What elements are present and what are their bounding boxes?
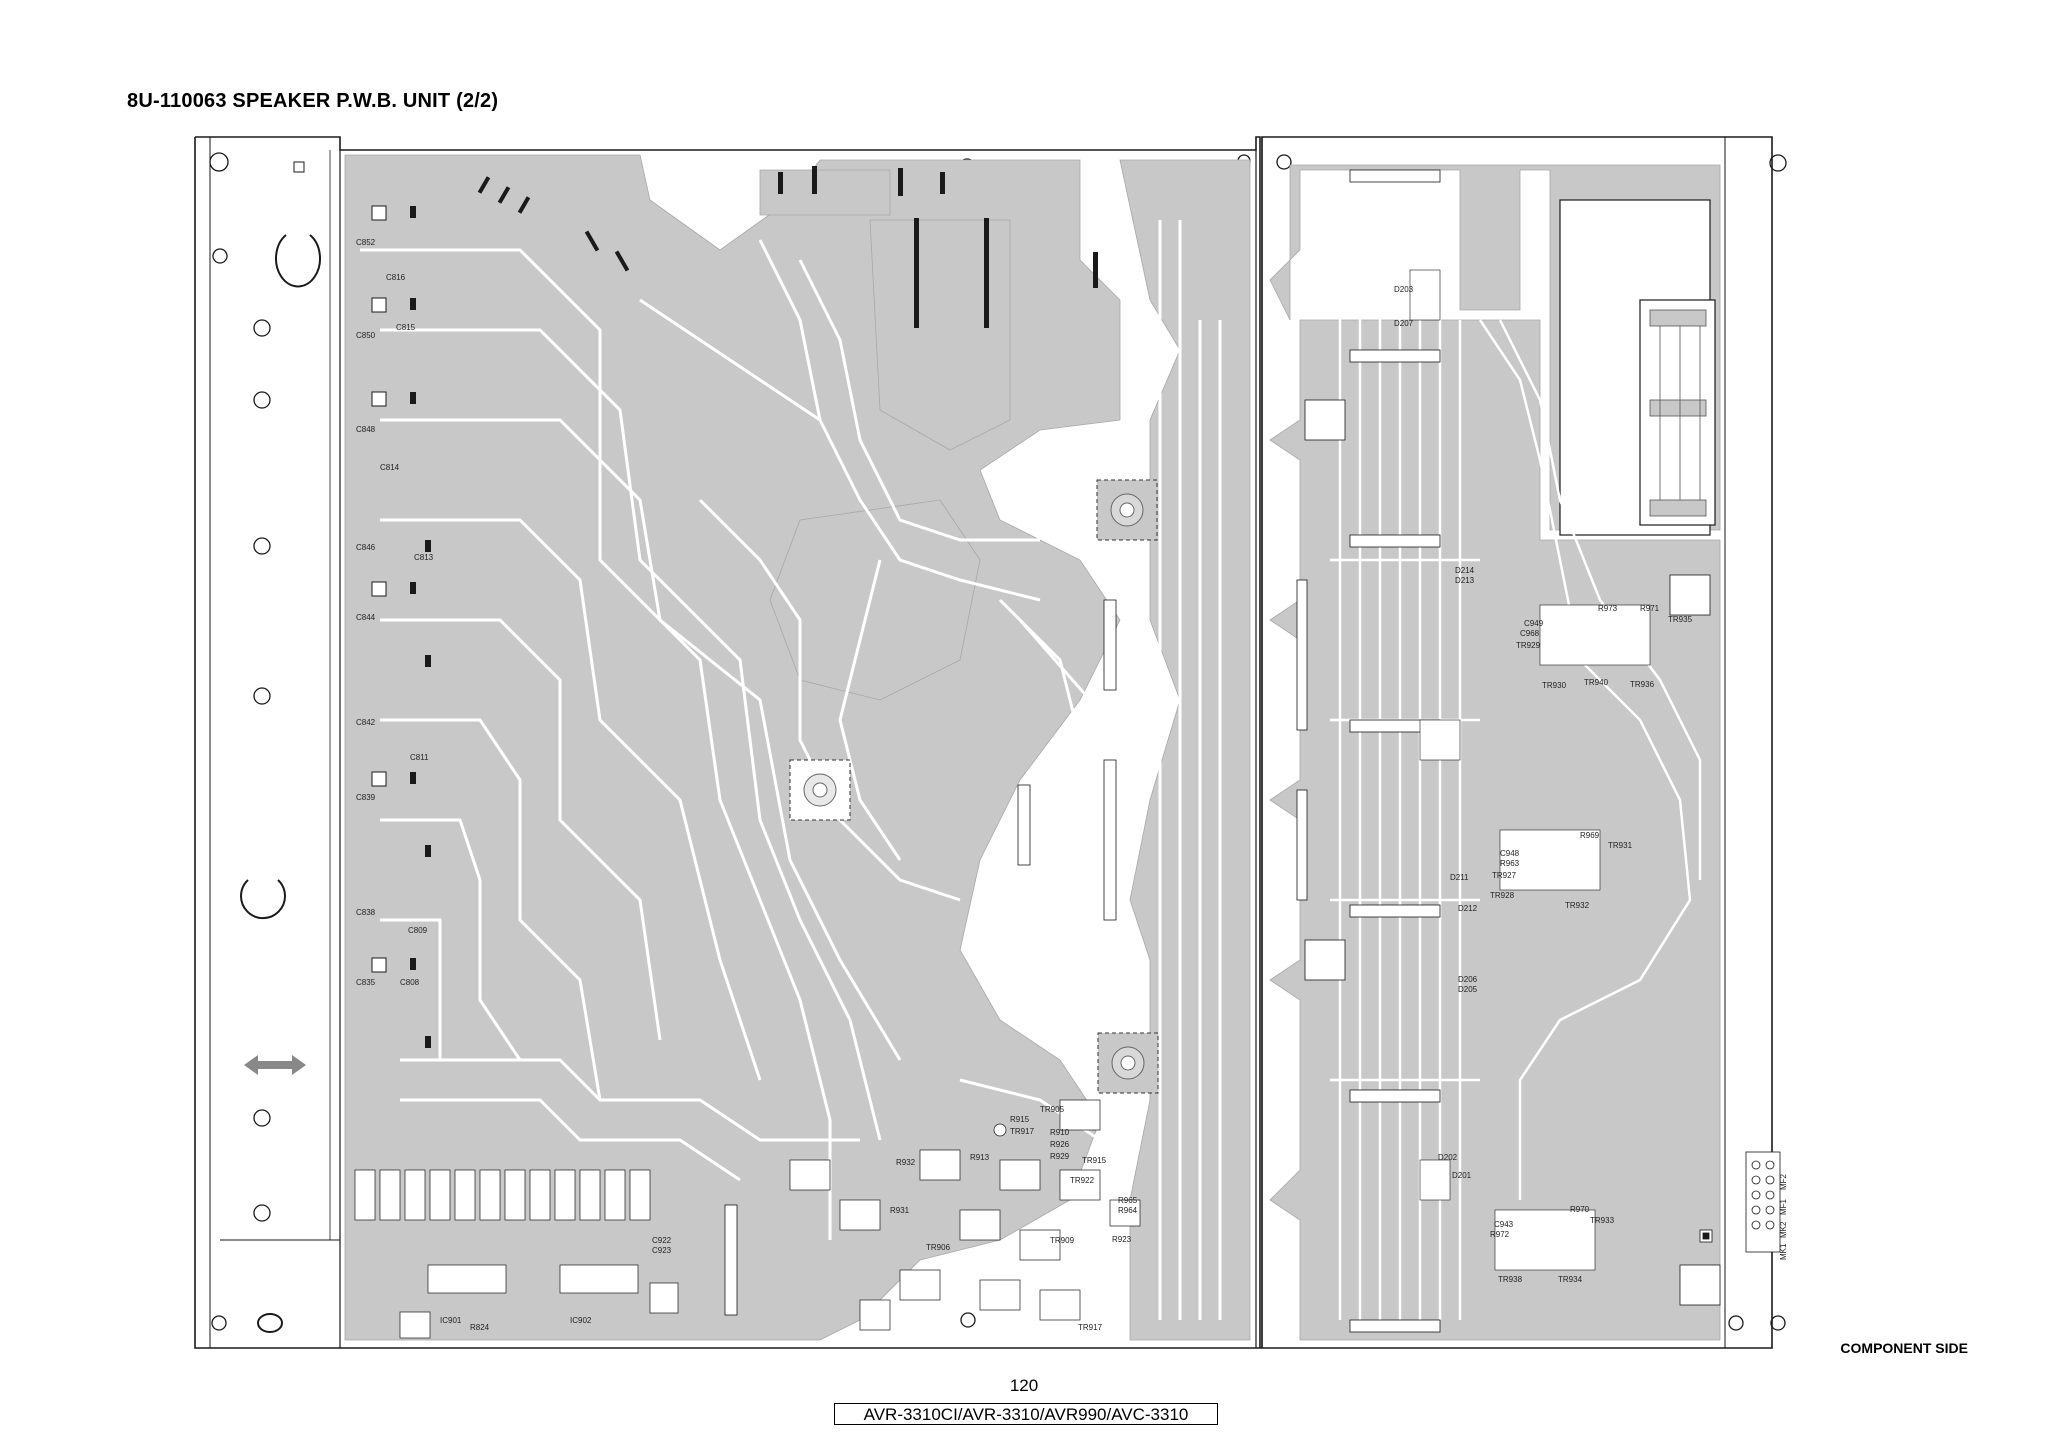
svg-text:R971: R971 [1640,604,1660,613]
edge-connector [1745,1151,1781,1253]
svg-text:MK1: MK1 [1779,1243,1788,1260]
svg-text:TR932: TR932 [1565,901,1590,910]
svg-text:TR927: TR927 [1492,871,1517,880]
svg-text:TR915: TR915 [1082,1156,1107,1165]
board-outline [194,136,1773,1349]
svg-text:C811: C811 [410,753,429,762]
svg-text:D203: D203 [1394,285,1414,294]
svg-text:C842: C842 [356,718,376,727]
right-heatsink-fins [1649,309,1707,517]
double-arrow-icon [244,1055,306,1075]
svg-text:TR929: TR929 [1516,641,1541,650]
svg-text:MF1: MF1 [1779,1198,1788,1215]
svg-text:TR917: TR917 [1010,1127,1035,1136]
svg-text:TR906: TR906 [926,1243,951,1252]
svg-text:D202: D202 [1438,1153,1458,1162]
svg-text:D212: D212 [1458,904,1478,913]
svg-text:C814: C814 [380,463,400,472]
right-smd-clusters [1409,269,1651,1271]
svg-text:C815: C815 [396,323,416,332]
svg-text:R963: R963 [1500,859,1520,868]
svg-text:C835: C835 [356,978,376,987]
svg-text:MF2: MF2 [1779,1173,1788,1190]
svg-text:D206: D206 [1458,975,1478,984]
svg-text:TR905: TR905 [1040,1105,1065,1114]
svg-text:TR928: TR928 [1490,891,1515,900]
svg-text:TR922: TR922 [1070,1176,1095,1185]
svg-text:C809: C809 [408,926,428,935]
svg-text:C808: C808 [400,978,420,987]
model-names-box: AVR-3310CI/AVR-3310/AVR990/AVC-3310 [834,1403,1218,1425]
ring-icon [240,234,321,1333]
svg-text:R969: R969 [1580,831,1600,840]
svg-text:C844: C844 [356,613,376,622]
svg-text:C850: C850 [356,331,376,340]
pin-headers [724,599,1117,1316]
svg-text:C943: C943 [1494,1220,1514,1229]
svg-text:R964: R964 [1118,1206,1138,1215]
left-component-pads [293,161,387,973]
page-number: 120 [1009,1376,1039,1395]
svg-text:C852: C852 [356,238,376,247]
svg-text:R972: R972 [1490,1230,1510,1239]
svg-text:TR930: TR930 [1542,681,1567,690]
svg-text:C839: C839 [356,793,376,802]
smd-parts [410,166,1098,1048]
svg-text:C848: C848 [356,425,376,434]
right-trace-gaps [1330,200,1702,1320]
svg-text:TR936: TR936 [1630,680,1655,689]
svg-text:IC902: IC902 [570,1316,592,1325]
test-point-icon [1699,1229,1713,1243]
svg-text:R929: R929 [1050,1152,1070,1161]
svg-text:R973: R973 [1598,604,1618,613]
svg-text:C838: C838 [356,908,376,917]
svg-text:R824: R824 [470,1323,490,1332]
svg-text:C846: C846 [356,543,376,552]
svg-text:TR940: TR940 [1584,678,1609,687]
svg-text:R923: R923 [1112,1235,1132,1244]
svg-text:R910: R910 [1050,1128,1070,1137]
svg-text:C949: C949 [1524,619,1544,628]
svg-text:C922: C922 [652,1236,672,1245]
svg-text:R970: R970 [1570,1205,1590,1214]
bottom-mid-transistors [789,1099,1141,1331]
bottom-transistor-row [354,1169,679,1339]
page-title: 8U-110063 SPEAKER P.W.B. UNIT (2/2) [127,90,499,112]
svg-text:TR938: TR938 [1498,1275,1523,1284]
trace-gaps [360,220,1222,1320]
svg-text:C968: C968 [1520,629,1540,638]
svg-text:D213: D213 [1455,576,1475,585]
svg-text:D214: D214 [1455,566,1475,575]
svg-text:R926: R926 [1050,1140,1070,1149]
svg-text:D207: D207 [1394,319,1414,328]
svg-text:C816: C816 [386,273,406,282]
svg-text:TR933: TR933 [1590,1216,1615,1225]
svg-text:C948: C948 [1500,849,1520,858]
component-designators: C852 C816 C815 C850 C848 C814 C813 C846 … [356,238,1788,1332]
svg-text:IC901: IC901 [440,1316,462,1325]
svg-text:D211: D211 [1450,873,1469,882]
right-connectors [1296,169,1721,1333]
svg-text:R915: R915 [1010,1115,1030,1124]
svg-text:D205: D205 [1458,985,1478,994]
svg-text:TR909: TR909 [1050,1236,1075,1245]
svg-text:R913: R913 [970,1153,990,1162]
svg-text:D201: D201 [1452,1171,1472,1180]
svg-text:TR917: TR917 [1078,1323,1103,1332]
svg-text:TR935: TR935 [1668,615,1693,624]
svg-text:R932: R932 [896,1158,916,1167]
svg-text:R931: R931 [890,1206,910,1215]
svg-text:TR931: TR931 [1608,841,1633,850]
mount-boss [789,479,1159,1094]
svg-text:C923: C923 [652,1246,672,1255]
svg-text:TR934: TR934 [1558,1275,1583,1284]
svg-text:MK2: MK2 [1779,1221,1788,1238]
svg-text:R965: R965 [1118,1196,1138,1205]
right-inner-white [1559,199,1716,536]
svg-text:C813: C813 [414,553,434,562]
board-side-label: COMPONENT SIDE [1840,1340,1968,1356]
